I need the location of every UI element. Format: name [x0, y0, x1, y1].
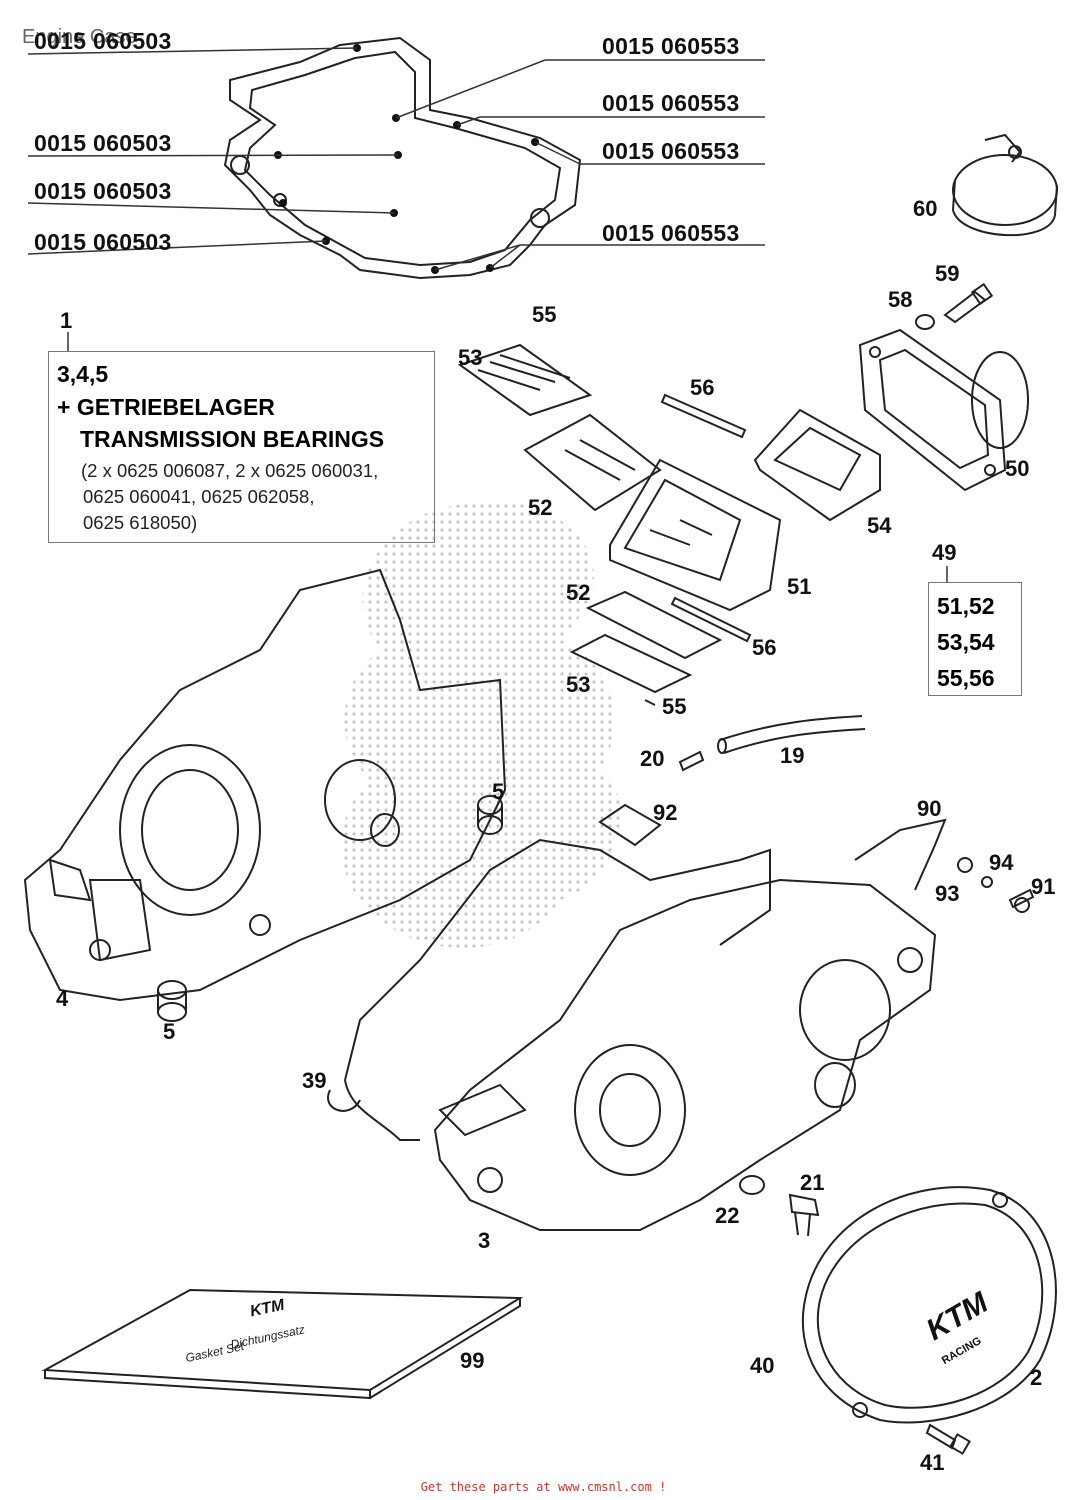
kit-49-item-2: 53,54 [937, 629, 995, 655]
callout-60[interactable]: 60 [913, 196, 938, 221]
bushing-5-a [477, 795, 503, 835]
kit-1-note-3: 0625 618050) [83, 512, 198, 533]
reed-plates [457, 343, 662, 512]
hose-clamp [951, 133, 1058, 237]
callout-22[interactable]: 22 [715, 1203, 740, 1228]
reed-wedge-54 [753, 408, 881, 522]
pn-label-right-2[interactable]: 0015 060553 [602, 90, 740, 116]
kit-49-item-3: 55,56 [937, 665, 995, 691]
bushing-5-b [157, 980, 187, 1022]
callout-39[interactable]: 39 [302, 1068, 327, 1093]
pn-label-left-3[interactable]: 0015 060503 [34, 178, 172, 204]
callout-91[interactable]: 91 [1031, 874, 1056, 899]
kit-1-box: 3,4,5 + GETRIEBELAGER TRANSMISSION BEARI… [48, 351, 435, 543]
callout-53-lower[interactable]: 53 [566, 672, 591, 697]
callout-93[interactable]: 93 [935, 881, 960, 906]
callout-40[interactable]: 40 [750, 1353, 775, 1378]
bolt-41 [925, 1423, 971, 1455]
leader-lines [27, 47, 948, 582]
kit-1-note-1: (2 x 0625 006087, 2 x 0625 060031, [81, 460, 379, 481]
vent-hose [717, 715, 866, 754]
callout-55-lower[interactable]: 55 [662, 694, 687, 719]
callout-59[interactable]: 59 [935, 261, 960, 286]
intake-flange [858, 328, 1029, 492]
diagram-title: Engine Case [22, 26, 137, 48]
reed-stop-56 [660, 393, 747, 439]
watermark [341, 501, 621, 948]
callout-50[interactable]: 50 [1005, 456, 1030, 481]
kit-49-item-1: 51,52 [937, 593, 995, 619]
callout-41[interactable]: 41 [920, 1450, 945, 1475]
pn-label-left-2[interactable]: 0015 060503 [34, 130, 172, 156]
callout-49[interactable]: 49 [932, 540, 957, 565]
callout-58[interactable]: 58 [888, 287, 913, 312]
bolt-59 [915, 282, 994, 330]
callout-56-top[interactable]: 56 [690, 375, 715, 400]
left-crankcase-half [23, 568, 507, 1002]
callout-3[interactable]: 3 [478, 1228, 491, 1253]
gasket-set-booklet [41, 1288, 524, 1400]
callout-53-top[interactable]: 53 [458, 345, 483, 370]
callout-56-lower[interactable]: 56 [752, 635, 777, 660]
callout-54[interactable]: 54 [867, 513, 892, 538]
callout-55-top[interactable]: 55 [532, 302, 557, 327]
callout-94[interactable]: 94 [989, 850, 1014, 875]
nipple-20 [678, 750, 705, 772]
drain-plug [739, 1175, 820, 1237]
kit-1-contents: 3,4,5 [57, 361, 109, 387]
pn-label-right-1[interactable]: 0015 060553 [602, 33, 740, 59]
callout-52-lower[interactable]: 52 [566, 580, 591, 605]
kit-49-box: 51,52 53,54 55,56 [928, 582, 1022, 696]
callout-52-top[interactable]: 52 [528, 495, 553, 520]
callout-2[interactable]: 2 [1030, 1365, 1043, 1390]
footer-link[interactable]: Get these parts at www.cmsnl.com ! [420, 1480, 667, 1494]
pn-label-right-3[interactable]: 0015 060553 [602, 138, 740, 164]
kit-1-plus-line: + GETRIEBELAGER [57, 394, 275, 420]
reed-parts-lower [569, 590, 752, 706]
callout-5-lower[interactable]: 5 [163, 1019, 176, 1044]
pn-label-right-4[interactable]: 0015 060553 [602, 220, 740, 246]
case-gasket-39 [327, 838, 771, 1141]
right-crankcase-half [433, 878, 937, 1231]
callout-4[interactable]: 4 [56, 986, 69, 1011]
callout-20[interactable]: 20 [640, 746, 665, 771]
kit-1-note-2: 0625 060041, 0625 062058, [83, 486, 315, 507]
callout-5-upper[interactable]: 5 [492, 779, 505, 804]
kit-1-bearings-line: TRANSMISSION BEARINGS [80, 426, 385, 452]
wire-90 [854, 818, 947, 891]
pn-label-left-4[interactable]: 0015 060503 [34, 229, 172, 255]
callout-99[interactable]: 99 [460, 1348, 485, 1373]
small-parts-91-94 [957, 857, 1035, 913]
pn-label-left-1[interactable]: 0015 060503 [34, 28, 172, 54]
callout-92[interactable]: 92 [653, 800, 678, 825]
clutch-cover [801, 1186, 1057, 1424]
callout-19[interactable]: 19 [780, 743, 805, 768]
callout-90[interactable]: 90 [917, 796, 942, 821]
reed-block-51 [609, 458, 782, 612]
callout-51[interactable]: 51 [787, 574, 812, 599]
bearing-92 [598, 803, 662, 847]
callout-1[interactable]: 1 [60, 308, 73, 333]
callout-21[interactable]: 21 [800, 1170, 825, 1195]
